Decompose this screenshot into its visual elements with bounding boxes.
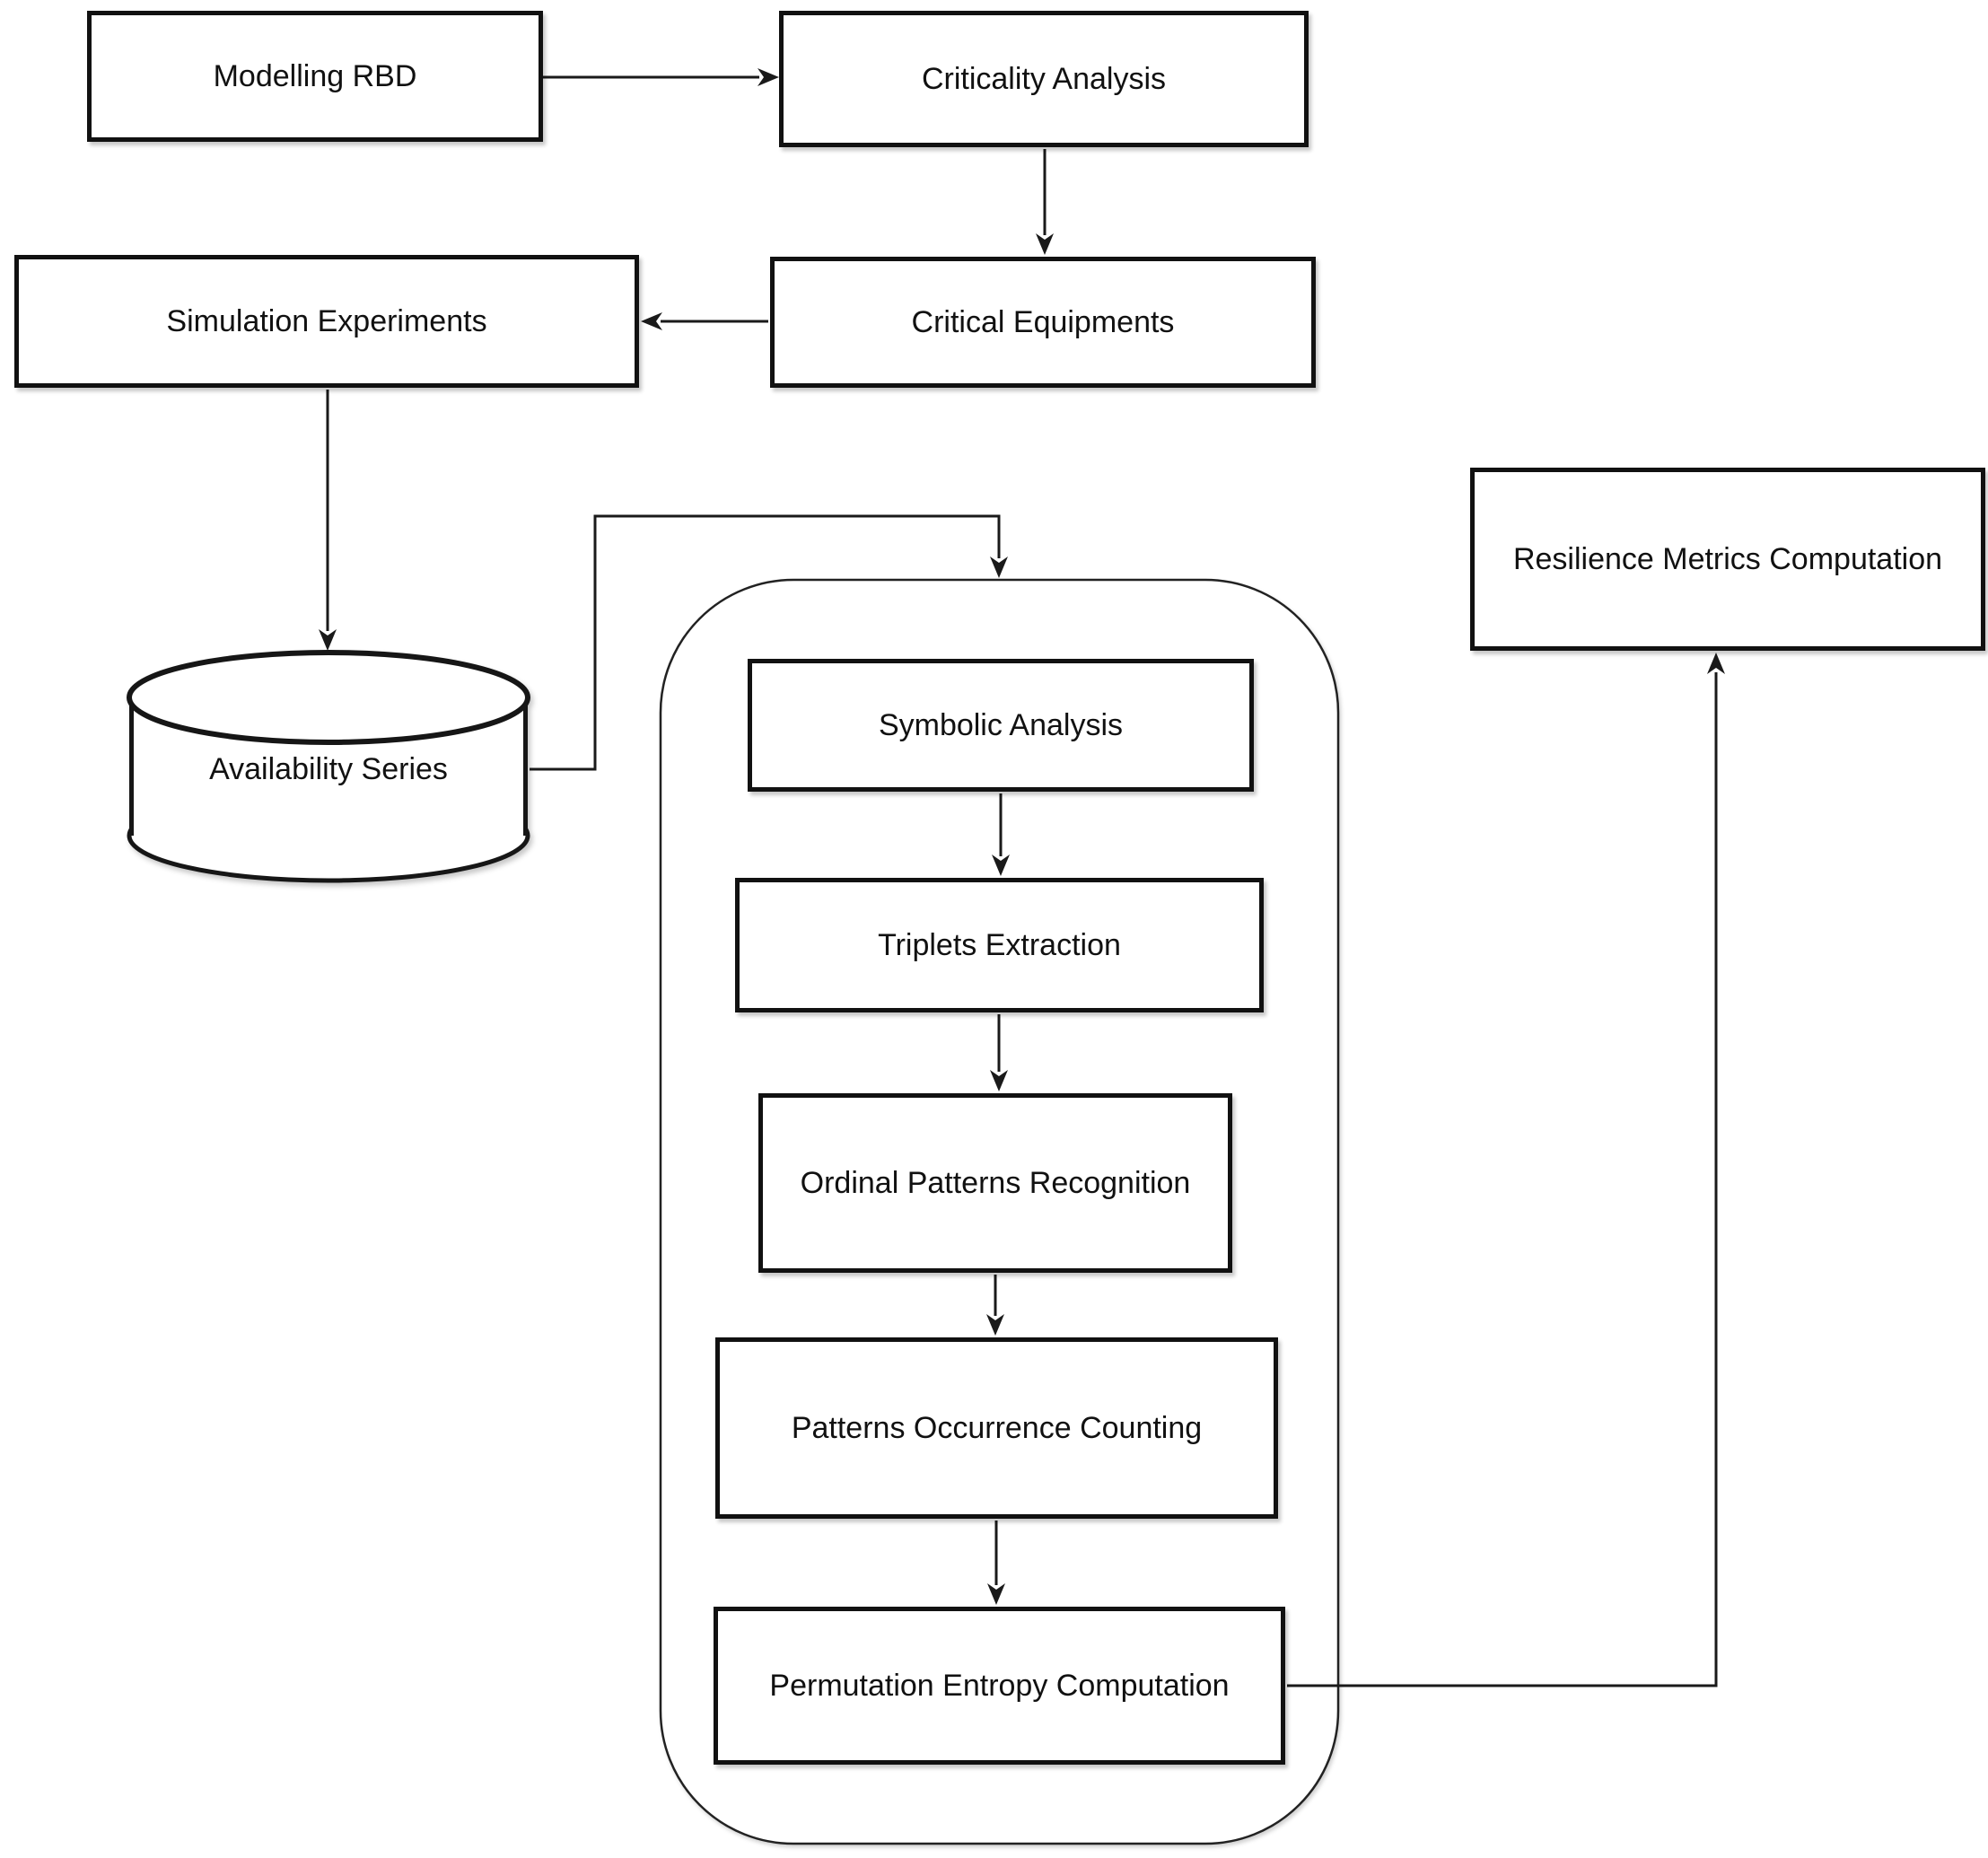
node-label: Criticality Analysis: [921, 61, 1167, 96]
node-simulation-experiments: Simulation Experiments: [14, 255, 639, 388]
node-label: Ordinal Patterns Recognition: [800, 1165, 1191, 1200]
node-modelling-rbd: Modelling RBD: [87, 11, 543, 142]
arrowhead-down: [1036, 233, 1054, 255]
node-label: Critical Equipments: [911, 304, 1175, 339]
node-permutation-entropy-computation: Permutation Entropy Computation: [714, 1607, 1285, 1765]
arrowhead-down: [986, 1314, 1004, 1336]
node-resilience-metrics-computation: Resilience Metrics Computation: [1470, 468, 1985, 651]
node-availability-series: Availability Series: [129, 718, 528, 820]
availability-series-cylinder-shape: [127, 650, 530, 883]
node-label: Symbolic Analysis: [878, 707, 1124, 742]
node-label: Simulation Experiments: [166, 303, 487, 338]
arrowhead-left: [641, 312, 662, 330]
arrowhead-down: [990, 557, 1008, 578]
node-label: Modelling RBD: [213, 58, 417, 93]
edge-availability-to-pipeline-group: [530, 514, 1001, 771]
node-label: Resilience Metrics Computation: [1512, 541, 1943, 576]
node-label: Availability Series: [209, 751, 448, 786]
arrowhead-up: [1707, 653, 1725, 674]
node-label: Triplets Extraction: [878, 927, 1121, 962]
node-label: Permutation Entropy Computation: [769, 1668, 1230, 1703]
arrowhead-down: [990, 1070, 1008, 1091]
node-critical-equipments: Critical Equipments: [770, 257, 1316, 388]
node-criticality-analysis: Criticality Analysis: [779, 11, 1309, 147]
arrowhead-right: [758, 68, 779, 86]
node-patterns-occurrence-counting: Patterns Occurrence Counting: [715, 1337, 1278, 1519]
node-symbolic-analysis: Symbolic Analysis: [748, 659, 1254, 792]
arrowhead-down: [992, 855, 1010, 876]
node-triplets-extraction: Triplets Extraction: [735, 878, 1264, 1012]
node-ordinal-patterns-recognition: Ordinal Patterns Recognition: [758, 1093, 1232, 1273]
arrowhead-down: [319, 629, 337, 651]
edge-permutation-to-resilience: [1287, 672, 1718, 1687]
node-label: Patterns Occurrence Counting: [791, 1410, 1203, 1445]
arrowhead-down: [987, 1583, 1005, 1605]
